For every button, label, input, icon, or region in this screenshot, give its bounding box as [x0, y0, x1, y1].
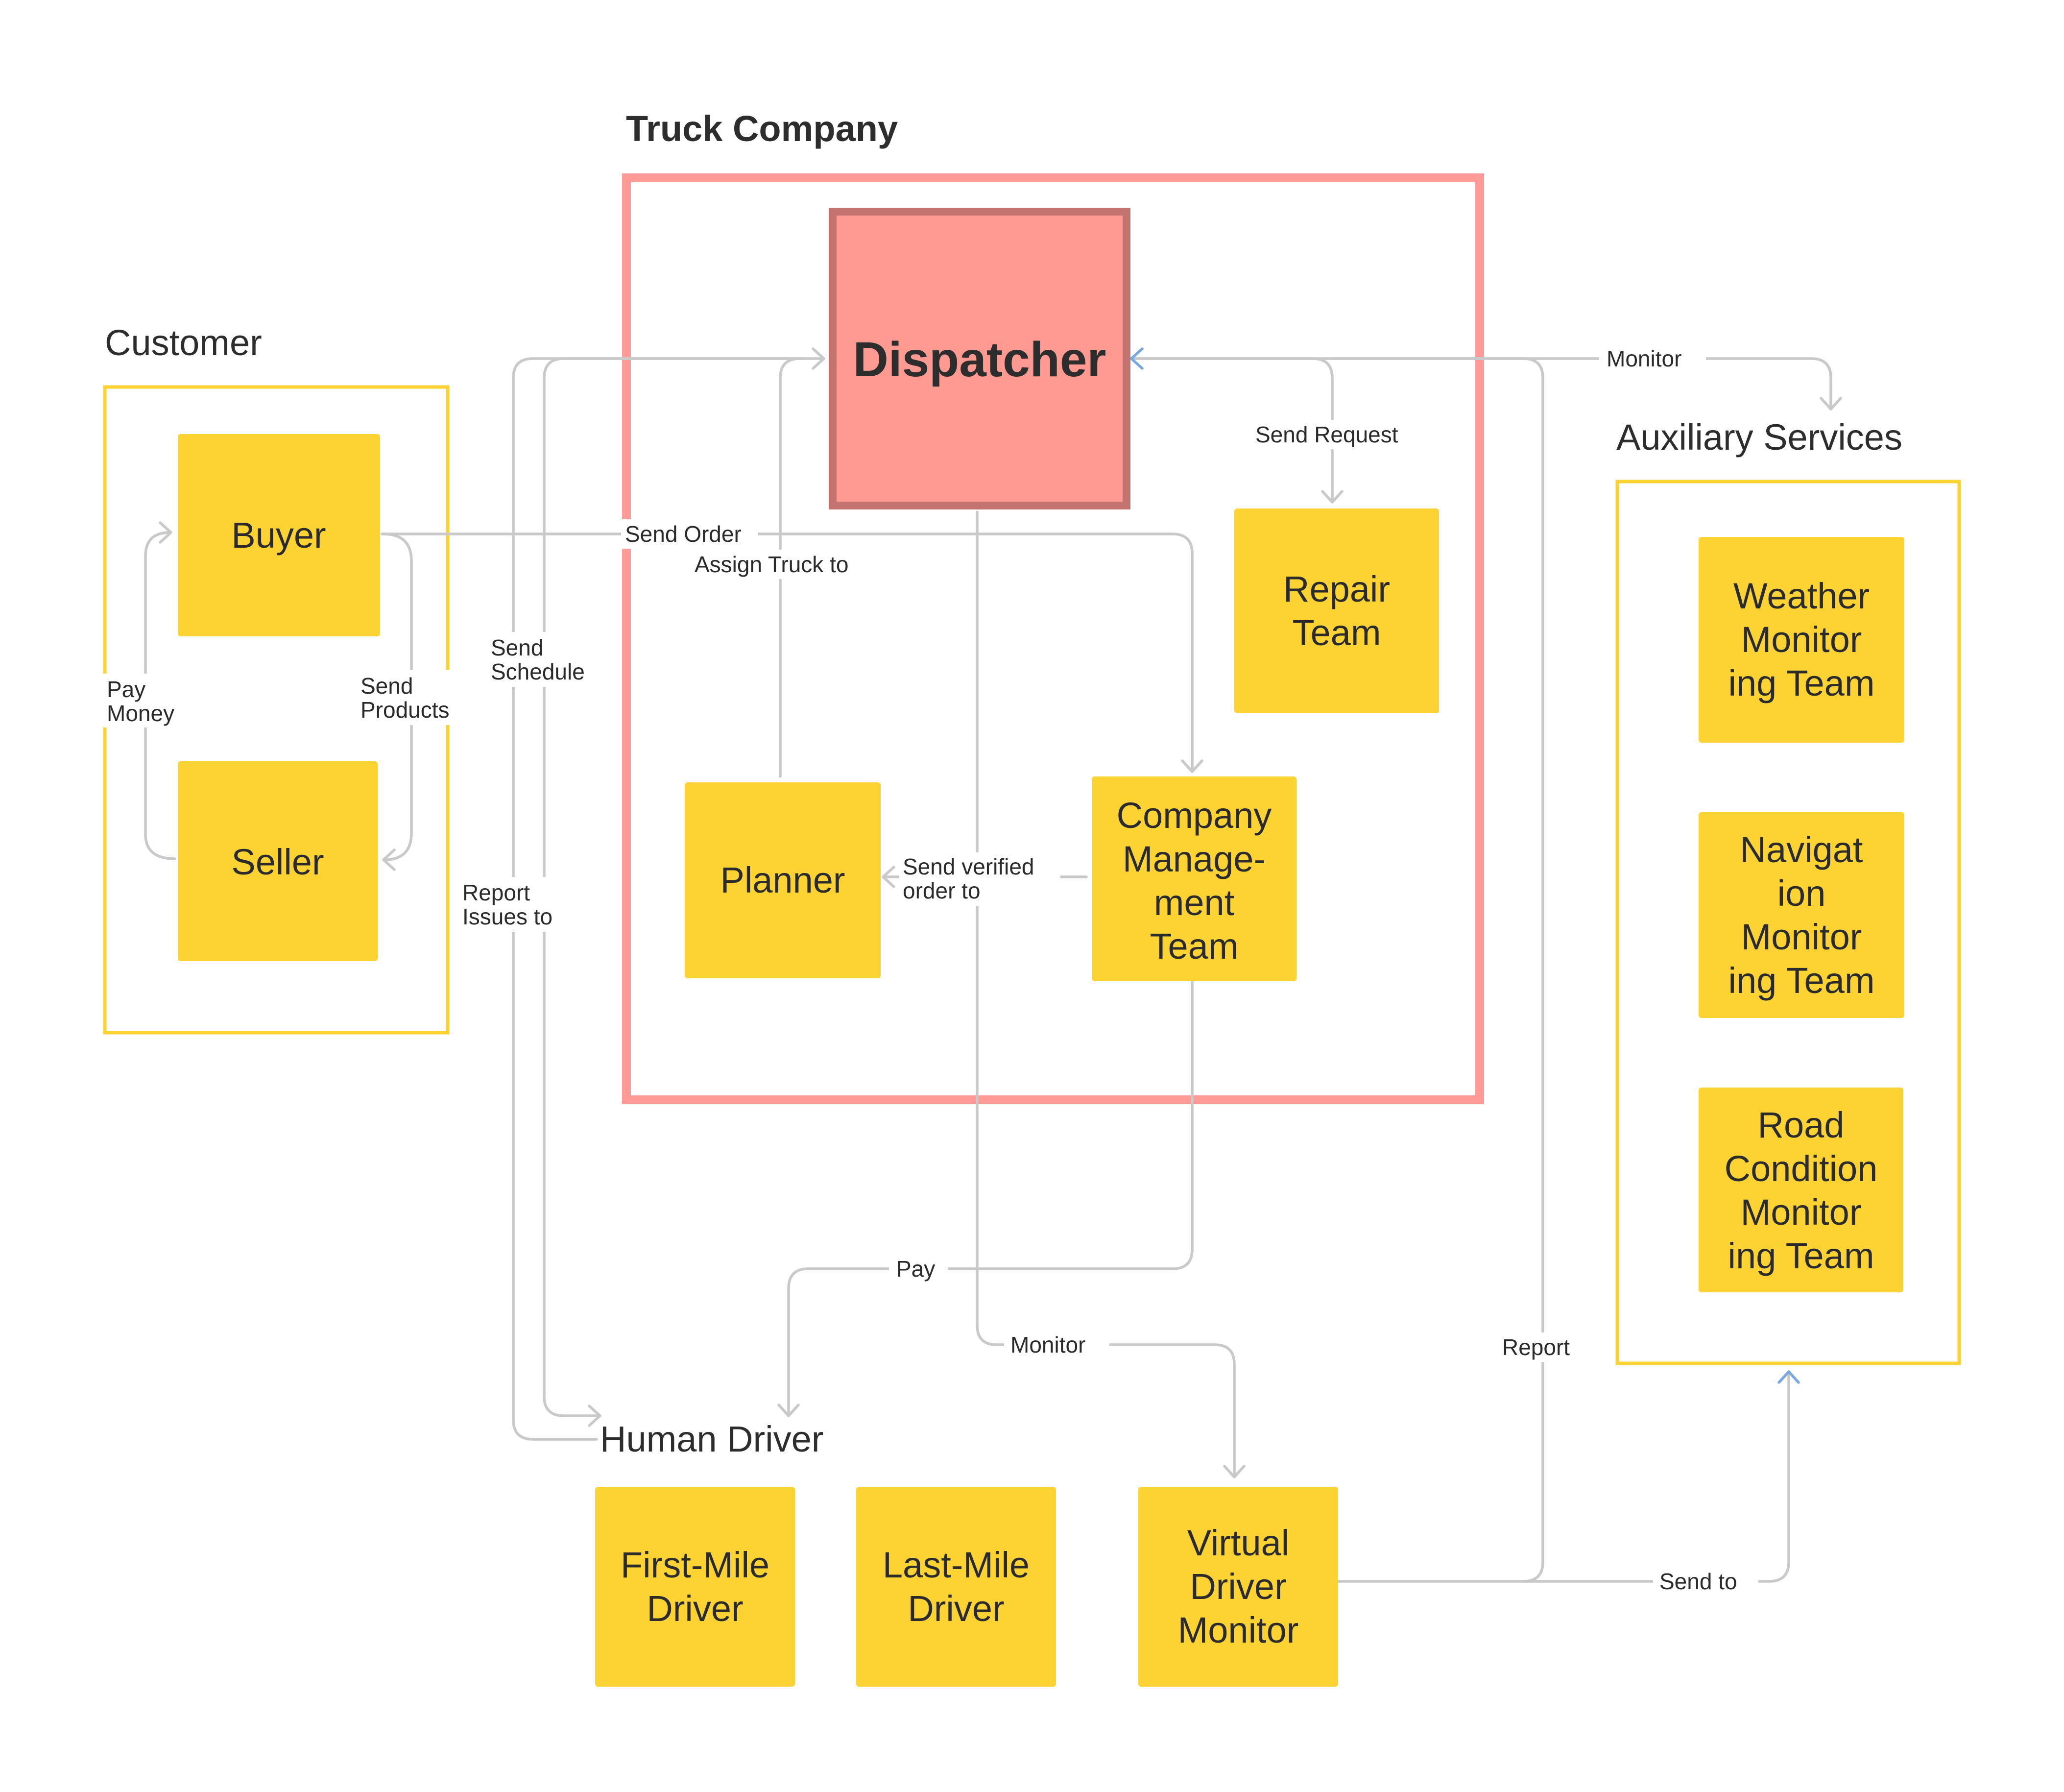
navigation-label-line4: ing Team: [1728, 960, 1875, 1001]
sticky-seller[interactable]: Seller: [178, 761, 378, 961]
arrowhead: [1820, 397, 1842, 411]
sticky-first-mile-driver[interactable]: First-Mile Driver: [595, 1487, 795, 1687]
send-products-label-line2: Products: [360, 697, 450, 723]
sticky-road-condition-monitoring-team[interactable]: Road Condition Monitor ing Team: [1699, 1088, 1903, 1292]
truck-company-group-title: Truck Company: [626, 108, 898, 149]
sticky-virtual-driver-monitor[interactable]: Virtual Driver Monitor: [1138, 1487, 1338, 1687]
send-order-label: Send Order: [625, 521, 742, 547]
truck-company-group-frame[interactable]: [622, 173, 1484, 1104]
arrowhead: [1181, 759, 1203, 773]
send-verified-label-line2: order to: [903, 878, 981, 903]
pay-label: Pay: [896, 1256, 935, 1282]
company-mgmt-label-line4: Team: [1150, 926, 1239, 967]
pay-money-label-line2: Money: [107, 701, 174, 726]
auxiliary-services-group-title: Auxiliary Services: [1616, 417, 1902, 458]
send-products-connector[interactable]: [382, 533, 413, 861]
report-label: Report: [1502, 1334, 1570, 1360]
arrowhead: [1321, 490, 1344, 504]
arrowhead: [777, 1404, 800, 1417]
weather-label-line3: ing Team: [1728, 663, 1875, 703]
road-label-line3: Monitor: [1741, 1192, 1862, 1233]
send-verified-label-line1: Send verified: [903, 854, 1034, 879]
virtual-monitor-label-line1: Virtual: [1187, 1523, 1289, 1563]
first-mile-label-line1: First-Mile: [621, 1545, 769, 1585]
send-to-label: Send to: [1659, 1569, 1737, 1594]
sticky-repair-team[interactable]: Repair Team: [1234, 509, 1439, 713]
navigation-label-line2: ion: [1777, 873, 1826, 914]
arrowhead: [812, 347, 825, 370]
report-issues-label-line2: Issues to: [462, 904, 552, 929]
dispatcher-label: Dispatcher: [853, 332, 1106, 387]
road-label-line2: Condition: [1725, 1148, 1878, 1189]
navigation-label-line1: Navigat: [1740, 829, 1863, 870]
send-products-label-line1: Send: [360, 673, 413, 699]
last-mile-label-line2: Driver: [908, 1588, 1004, 1629]
send-schedule-label-line2: Schedule: [491, 659, 585, 684]
repair-team-label-line1: Repair: [1283, 569, 1390, 609]
monitor-aux-connector[interactable]: [1331, 357, 1832, 411]
navigation-label-line3: Monitor: [1741, 917, 1862, 957]
sticky-planner[interactable]: Planner: [685, 782, 881, 978]
report-issues-label-line1: Report: [462, 880, 530, 905]
connectors: [144, 347, 1842, 1583]
sticky-last-mile-driver[interactable]: Last-Mile Driver: [856, 1487, 1056, 1687]
send-schedule-label-line1: Send: [491, 635, 543, 660]
arrowhead: [882, 866, 895, 888]
send-to-connector[interactable]: [1522, 1370, 1790, 1583]
arrowhead: [159, 521, 172, 544]
assign-truck-to-label: Assign Truck to: [695, 552, 848, 577]
first-mile-label-line2: Driver: [647, 1588, 743, 1629]
planner-label: Planner: [720, 860, 845, 900]
company-mgmt-label-line1: Company: [1117, 795, 1272, 836]
customer-group-title: Customer: [105, 322, 262, 363]
arrowhead-highlight: [1777, 1370, 1800, 1384]
arrowhead-highlight: [1130, 347, 1144, 370]
road-label-line4: ing Team: [1728, 1235, 1874, 1276]
pay-money-label-line1: Pay: [107, 677, 145, 702]
sticky-buyer[interactable]: Buyer: [178, 434, 380, 636]
sticky-weather-monitoring-team[interactable]: Weather Monitor ing Team: [1699, 537, 1904, 743]
last-mile-label-line1: Last-Mile: [883, 1545, 1030, 1585]
virtual-monitor-label-line2: Driver: [1190, 1566, 1286, 1607]
monitor-aux-label: Monitor: [1607, 346, 1681, 371]
weather-label-line2: Monitor: [1741, 619, 1862, 660]
pay-connector[interactable]: [787, 980, 1194, 1417]
send-order-connector[interactable]: [381, 533, 1194, 773]
sticky-navigation-monitoring-team[interactable]: Navigat ion Monitor ing Team: [1699, 812, 1904, 1018]
buyer-label: Buyer: [231, 515, 326, 556]
human-driver-group-title: Human Driver: [600, 1419, 823, 1459]
company-mgmt-label-line2: Manage-: [1123, 839, 1266, 879]
send-request-label: Send Request: [1255, 422, 1398, 447]
arrowhead: [382, 848, 396, 871]
connector-labels: Pay Money Send Products Send Order Assig…: [103, 344, 1758, 1596]
weather-label-line1: Weather: [1733, 576, 1870, 616]
virtual-monitor-label-line3: Monitor: [1178, 1610, 1299, 1650]
road-label-line1: Road: [1758, 1105, 1845, 1145]
seller-label: Seller: [231, 842, 324, 882]
arrowhead: [588, 1405, 601, 1427]
repair-team-label-line2: Team: [1293, 612, 1381, 653]
sticky-company-management-team[interactable]: Company Manage- ment Team: [1092, 776, 1296, 981]
dispatcher-node[interactable]: Dispatcher: [829, 208, 1130, 509]
company-mgmt-label-line3: ment: [1154, 882, 1235, 923]
auxiliary-services-group-frame[interactable]: [1615, 480, 1961, 1365]
monitor-virtual-label: Monitor: [1010, 1332, 1085, 1357]
arrowhead: [1223, 1465, 1246, 1478]
